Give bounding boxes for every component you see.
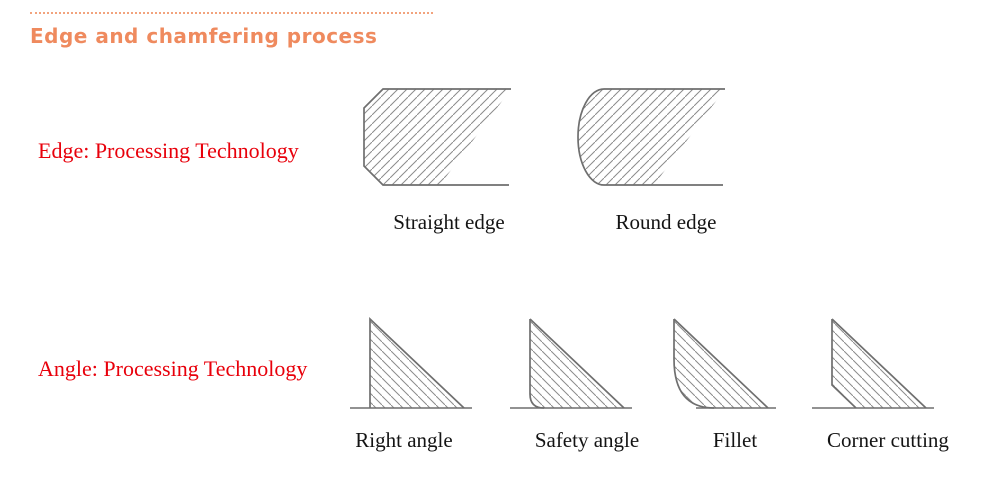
page-title: Edge and chamfering process [30, 24, 378, 48]
round-edge-diagram [577, 88, 725, 186]
straight-edge-diagram [363, 88, 511, 186]
label-corner-cutting: Corner cutting [827, 428, 949, 452]
safety-angle-diagram [510, 318, 632, 409]
label-safety-angle: Safety angle [534, 428, 640, 452]
angle-section-heading: Angle: Processing Technology [38, 356, 308, 381]
label-right-angle: Right angle [355, 428, 453, 452]
right-angle-diagram [350, 317, 472, 409]
label-fillet: Fillet [712, 428, 758, 452]
label-straight-edge: Straight edge [393, 210, 505, 234]
label-round-edge: Round edge [615, 210, 717, 234]
fillet-diagram [673, 318, 776, 409]
edge-section-heading: Edge: Processing Technology [38, 138, 299, 163]
corner-cutting-diagram [812, 318, 934, 409]
header-dotted-line [30, 12, 433, 14]
